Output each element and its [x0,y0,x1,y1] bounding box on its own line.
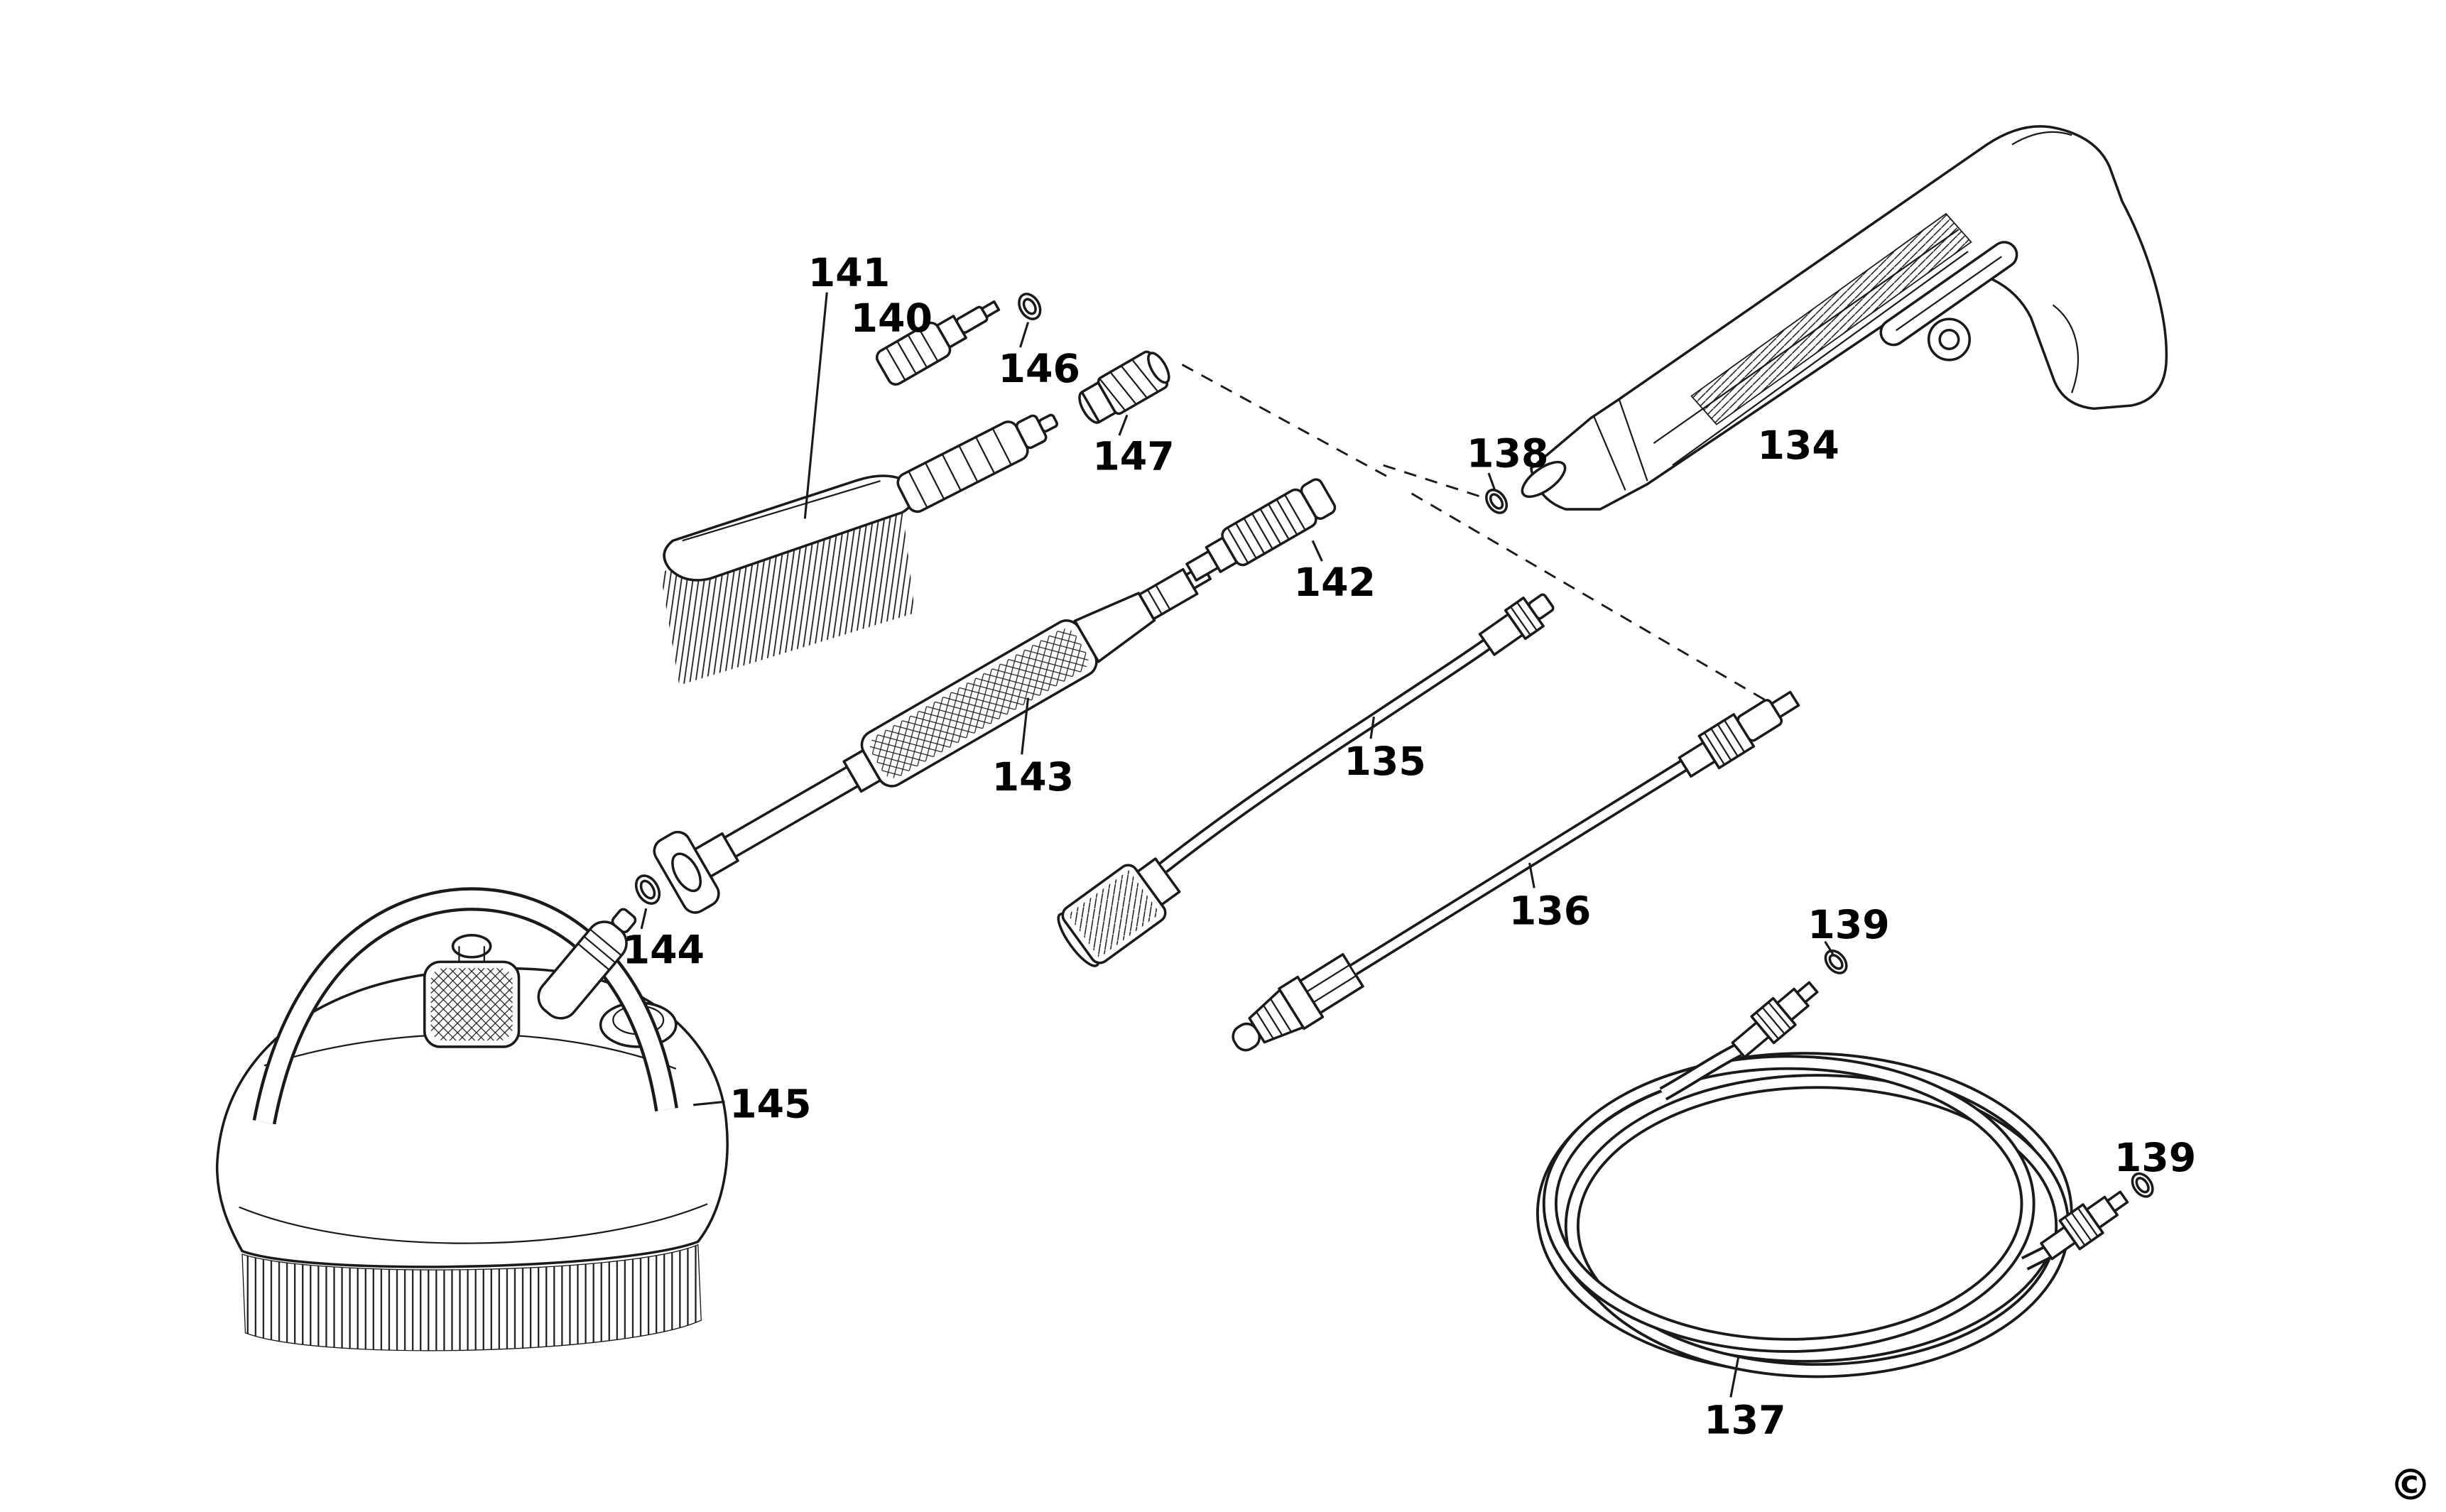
part-label-135: 135 [1344,739,1425,785]
part-label-138: 138 [1467,431,1548,477]
part-label-143: 143 [992,755,1074,800]
part-label-141: 141 [808,251,890,296]
part-label-147: 147 [1092,435,1174,480]
hose-connector-b [2040,1190,2129,1261]
lance-143 [653,564,1212,914]
wash-brush-141 [660,413,1058,685]
part-label-142: 142 [1294,560,1376,606]
hose-connector-a [1731,981,1819,1059]
lance-coupling-end [1478,593,1555,656]
part-label-139-lower: 139 [2114,1136,2196,1181]
turbo-nozzle [1232,953,1364,1052]
part-label-145: 145 [729,1082,811,1128]
assembly-axis-dashed-lines [1181,364,1768,702]
grip-stub [537,908,637,1020]
trigger [1879,241,2018,347]
part-label-140: 140 [850,296,932,342]
lance-connector [1678,690,1800,778]
grip-texture [1690,212,1972,425]
adapter-147 [1078,350,1170,424]
spray-lance-135 [1057,593,1555,967]
part-label-146: 146 [999,347,1080,392]
muzzle-opening [1521,460,1567,499]
o-ring-139-lower [2131,1172,2154,1198]
o-ring-139-upper [1824,949,1848,974]
nozzle-holder [1057,857,1181,967]
o-ring-144 [634,874,661,905]
part-labels: 141 140 146 147 134 138 142 143 135 136 … [623,251,2197,1444]
leader-lines [640,292,1834,1398]
patio-cleaner-145 [215,887,729,1351]
coupler-142 [1185,478,1337,582]
part-label-139-upper: 139 [1808,903,1889,948]
part-label-134: 134 [1757,423,1839,469]
o-ring-146 [1018,293,1042,320]
copyright-symbol: © [2389,1461,2432,1510]
brush-handle [896,413,1058,513]
coupling-140 [875,300,1001,386]
bristle-skirt [241,1244,702,1351]
cap [451,934,492,959]
bristles [660,506,915,685]
part-label-137: 137 [1704,1398,1785,1443]
extension-lance-136 [1232,690,1800,1052]
part-label-136: 136 [1509,888,1591,934]
part-label-144: 144 [623,928,705,974]
hose-137 [1535,981,2129,1378]
spray-gun-134 [1521,125,2168,511]
o-ring-138 [1485,489,1509,514]
